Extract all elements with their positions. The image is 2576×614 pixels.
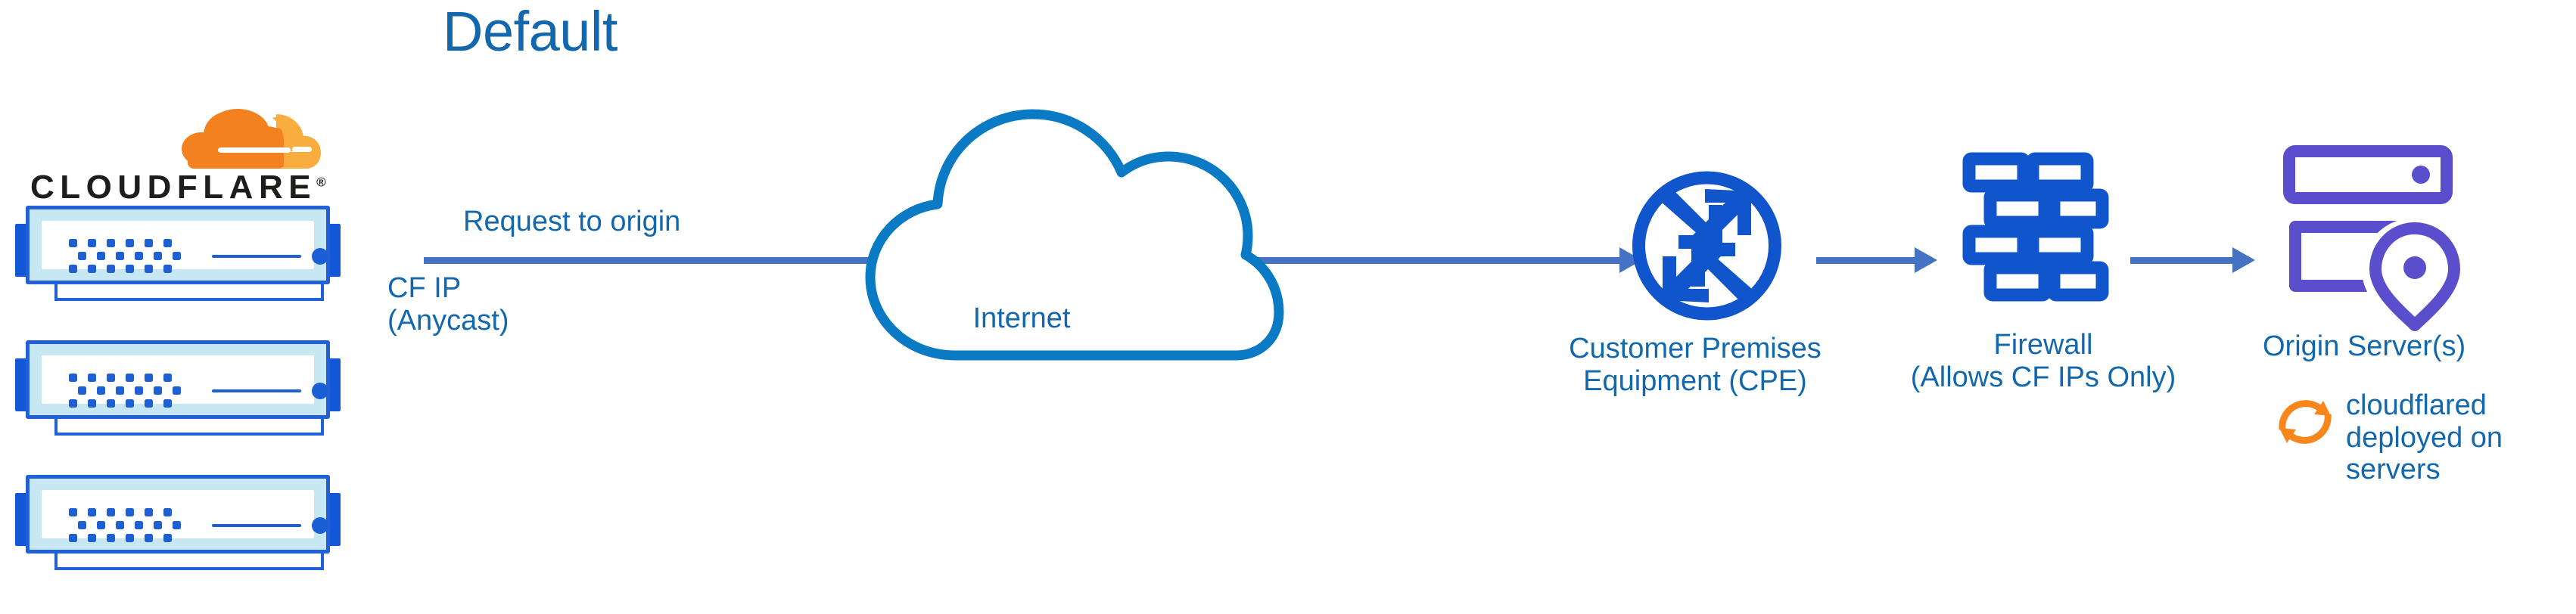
cloudflare-cloud-logo-icon: [171, 102, 321, 169]
rack-face: [42, 490, 328, 542]
rack-vent-dot: [145, 265, 153, 273]
rack-vent-dot: [145, 534, 153, 542]
rack-vent-dot: [97, 252, 105, 260]
rack-vent-dot: [163, 239, 172, 247]
origin-server-label: Origin Server(s): [2263, 330, 2466, 362]
cloudflare-wordmark-text: CLOUDFLARE: [30, 169, 317, 206]
rack-vent-dot: [97, 386, 105, 395]
rack-body: [26, 206, 330, 284]
rack-base-shadow: [54, 554, 324, 570]
brick-wall-icon: [1960, 150, 2111, 305]
rack-vent-dot: [69, 374, 77, 382]
rack-vent-dot: [69, 239, 77, 247]
rack-vent-dot: [116, 386, 124, 395]
rack-base-shadow: [54, 284, 324, 301]
rack-vent-dot: [173, 386, 181, 395]
rack-vent-dot: [97, 521, 105, 529]
router-arrows-icon: [1626, 170, 1788, 321]
rack-vent-dots: [69, 508, 182, 543]
rack-vent-dot: [107, 374, 115, 382]
rack-vent-dot: [154, 386, 162, 395]
rack-vent-dot: [88, 265, 96, 273]
cf-ip-anycast-label: CF IP (Anycast): [387, 272, 509, 336]
rack-vent-dot: [163, 374, 172, 382]
rack-base-shadow: [54, 419, 324, 436]
cloudflare-logo: CLOUDFLARE®: [30, 102, 348, 206]
cloudflared-annotation-label: cloudflared deployed on servers: [2346, 389, 2503, 486]
server-stack-pin-icon: [2282, 142, 2469, 331]
rack-vent-dot: [163, 399, 172, 408]
flow-arrow-firewall-to-origin: [2130, 257, 2242, 264]
rack-vent-dot: [145, 399, 153, 408]
rack-vent-dot: [78, 252, 86, 260]
sync-refresh-icon: [2270, 387, 2340, 457]
firewall-node-label: Firewall (Allows CF IPs Only): [1910, 329, 2176, 393]
rack-status-line: [212, 524, 301, 527]
rack-vent-dot: [88, 508, 96, 516]
flow-arrowhead-cpe-to-firewall: [1915, 247, 1937, 273]
rack-vent-dots: [69, 374, 182, 408]
rack-vent-dot: [145, 508, 153, 516]
rack-vent-dot: [116, 521, 124, 529]
page-title: Default: [443, 0, 618, 63]
rack-vent-dot: [163, 508, 172, 516]
flow-arrowhead-firewall-to-origin: [2232, 247, 2255, 273]
cpe-node-label: Customer Premises Equipment (CPE): [1569, 333, 1822, 397]
server-rack-icon: [15, 475, 341, 570]
rack-vent-dot: [107, 508, 115, 516]
rack-vent-dot: [154, 521, 162, 529]
flow-arrow-cpe-to-firewall: [1816, 257, 1922, 264]
rack-vent-dot: [78, 386, 86, 395]
rack-status-line: [212, 255, 301, 258]
cloud-icon: [840, 109, 1294, 361]
rack-status-led: [312, 383, 328, 399]
rack-vent-dot: [173, 252, 181, 260]
rack-vent-dot: [163, 265, 172, 273]
rack-vent-dot: [126, 239, 134, 247]
rack-vent-dot: [88, 399, 96, 408]
rack-vent-dot: [145, 374, 153, 382]
rack-vent-dot: [69, 265, 77, 273]
rack-vent-dot: [126, 534, 134, 542]
rack-vent-dot: [135, 521, 143, 529]
rack-vent-dot: [88, 374, 96, 382]
server-rack-icon: [15, 206, 341, 301]
rack-status-led: [312, 517, 328, 534]
rack-status-line: [212, 389, 301, 392]
rack-body: [26, 475, 330, 554]
rack-face: [42, 355, 328, 408]
rack-vent-dot: [154, 252, 162, 260]
rack-vent-dot: [107, 239, 115, 247]
rack-body: [26, 340, 330, 419]
rack-vent-dot: [126, 265, 134, 273]
rack-vent-dot: [107, 265, 115, 273]
rack-vent-dots: [69, 239, 182, 274]
rack-vent-dot: [145, 239, 153, 247]
rack-status-led: [312, 248, 328, 265]
rack-vent-dot: [69, 534, 77, 542]
rack-vent-dot: [107, 399, 115, 408]
internet-node-label: Internet: [972, 302, 1071, 334]
rack-vent-dot: [126, 374, 134, 382]
rack-face: [42, 221, 328, 273]
rack-vent-dot: [135, 252, 143, 260]
cloudflare-wordmark: CLOUDFLARE®: [30, 169, 348, 206]
rack-vent-dot: [107, 534, 115, 542]
rack-vent-dot: [69, 399, 77, 408]
rack-vent-dot: [135, 386, 143, 395]
rack-vent-dot: [126, 508, 134, 516]
rack-vent-dot: [163, 534, 172, 542]
rack-vent-dot: [78, 521, 86, 529]
registered-mark: ®: [316, 175, 326, 190]
server-rack-icon: [15, 340, 341, 436]
rack-vent-dot: [88, 239, 96, 247]
rack-vent-dot: [116, 252, 124, 260]
rack-vent-dot: [173, 521, 181, 529]
rack-vent-dot: [88, 534, 96, 542]
rack-vent-dot: [126, 399, 134, 408]
rack-vent-dot: [69, 508, 77, 516]
request-to-origin-label: Request to origin: [463, 206, 681, 237]
